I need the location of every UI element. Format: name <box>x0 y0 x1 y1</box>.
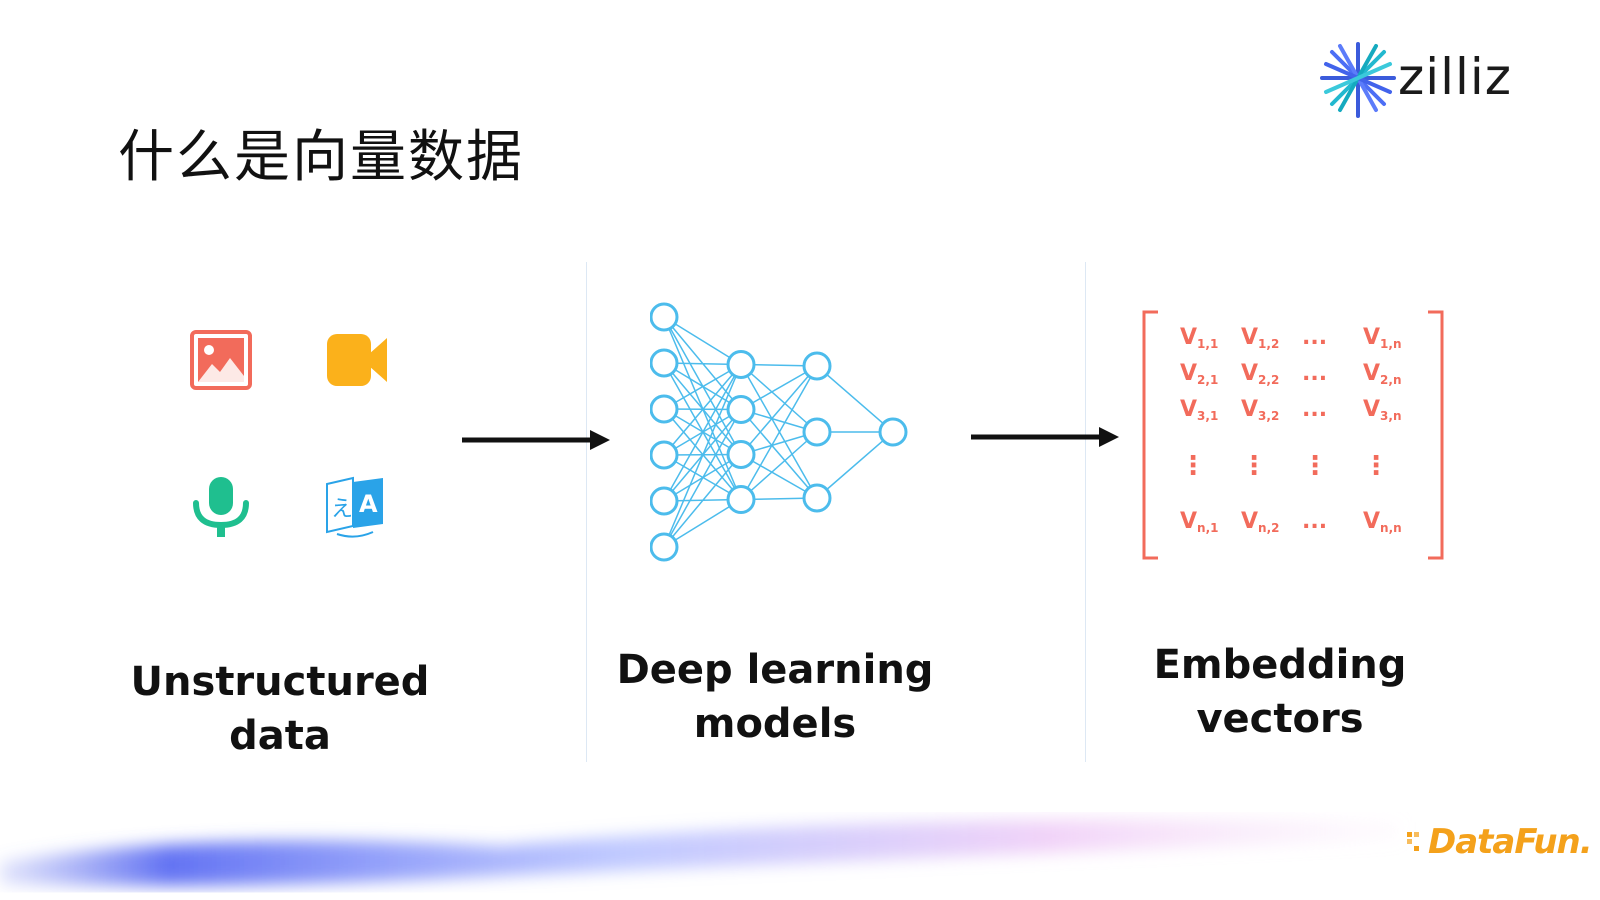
matrix-cell: ⋮ <box>1363 451 1389 481</box>
zilliz-star-icon <box>1320 42 1396 118</box>
column-divider <box>586 262 587 762</box>
svg-text:A: A <box>359 490 378 518</box>
matrix-cell: V2,2 <box>1241 361 1279 387</box>
embedding-matrix: V1,1 V1,2... V1,nV2,1 V2,2... V2,nV3,1 V3,2..… <box>1142 310 1444 560</box>
zilliz-logo-text: zilliz <box>1398 48 1513 106</box>
network-node <box>650 486 679 516</box>
image-icon <box>190 330 252 390</box>
network-edge <box>663 316 742 366</box>
network-node <box>650 532 679 562</box>
matrix-right-bracket <box>1428 310 1444 560</box>
network-edge <box>816 431 894 499</box>
network-edge <box>740 365 818 411</box>
matrix-cell: V1,2 <box>1241 325 1279 351</box>
matrix-cell: Vn,n <box>1363 509 1402 535</box>
network-node <box>650 302 679 332</box>
column-divider <box>1085 262 1086 762</box>
network-edge <box>663 454 742 548</box>
translate-icon: え A <box>326 476 383 538</box>
network-edge <box>740 365 818 455</box>
network-edge <box>740 365 818 500</box>
matrix-cell: ... <box>1302 361 1327 386</box>
network-node <box>726 395 756 424</box>
matrix-cell: V3,2 <box>1241 397 1279 423</box>
decorative-swoosh <box>0 819 1400 886</box>
network-edge <box>663 364 742 548</box>
matrix-cell: Vn,1 <box>1180 509 1218 535</box>
network-node <box>802 483 832 513</box>
video-camera-icon <box>327 334 387 386</box>
matrix-cell: ... <box>1302 397 1327 422</box>
datafun-mark-icon <box>1407 832 1419 851</box>
network-edge <box>663 409 742 548</box>
network-edge <box>663 364 742 456</box>
svg-text:え: え <box>331 497 353 522</box>
network-edge <box>663 364 742 502</box>
network-edge <box>740 409 818 499</box>
matrix-cell: ... <box>1302 509 1327 534</box>
network-node <box>726 440 756 469</box>
neural-network-diagram <box>650 302 908 562</box>
flow-arrow <box>462 430 610 450</box>
page-title: 什么是向量数据 <box>118 125 524 190</box>
network-edge <box>740 431 818 501</box>
flow-arrow <box>971 427 1119 447</box>
matrix-cell: ⋮ <box>1241 451 1267 481</box>
microphone-icon <box>193 477 249 537</box>
network-edge <box>663 363 742 410</box>
matrix-left-bracket <box>1142 310 1158 560</box>
label-embedding-vectors: Embedding vectors <box>1153 642 1407 742</box>
network-node <box>726 350 756 379</box>
matrix-cell: ⋮ <box>1302 451 1328 481</box>
label-deep-learning-models: Deep learning models <box>616 647 934 747</box>
network-node <box>878 417 908 447</box>
network-edge <box>740 453 818 499</box>
network-node <box>650 440 679 470</box>
network-edge <box>816 365 894 433</box>
matrix-cell: ... <box>1302 325 1327 350</box>
matrix-cell: V2,1 <box>1180 361 1218 387</box>
network-node <box>802 351 832 381</box>
network-node <box>726 485 756 514</box>
matrix-cell: ⋮ <box>1180 451 1206 481</box>
network-edge <box>663 498 742 548</box>
network-edge <box>740 363 818 433</box>
matrix-cell: V2,n <box>1363 361 1401 387</box>
matrix-cell: V3,n <box>1363 397 1401 423</box>
matrix-cell: V3,1 <box>1180 397 1218 423</box>
matrix-cell: V1,n <box>1363 325 1401 351</box>
matrix-cell: V1,1 <box>1180 325 1218 351</box>
datafun-logo-text: DataFun. <box>1428 822 1593 862</box>
network-node <box>650 348 679 378</box>
network-node <box>802 417 832 447</box>
label-unstructured-data: Unstructured data <box>130 659 430 759</box>
matrix-cell: Vn,2 <box>1241 509 1279 535</box>
network-node <box>650 394 679 424</box>
